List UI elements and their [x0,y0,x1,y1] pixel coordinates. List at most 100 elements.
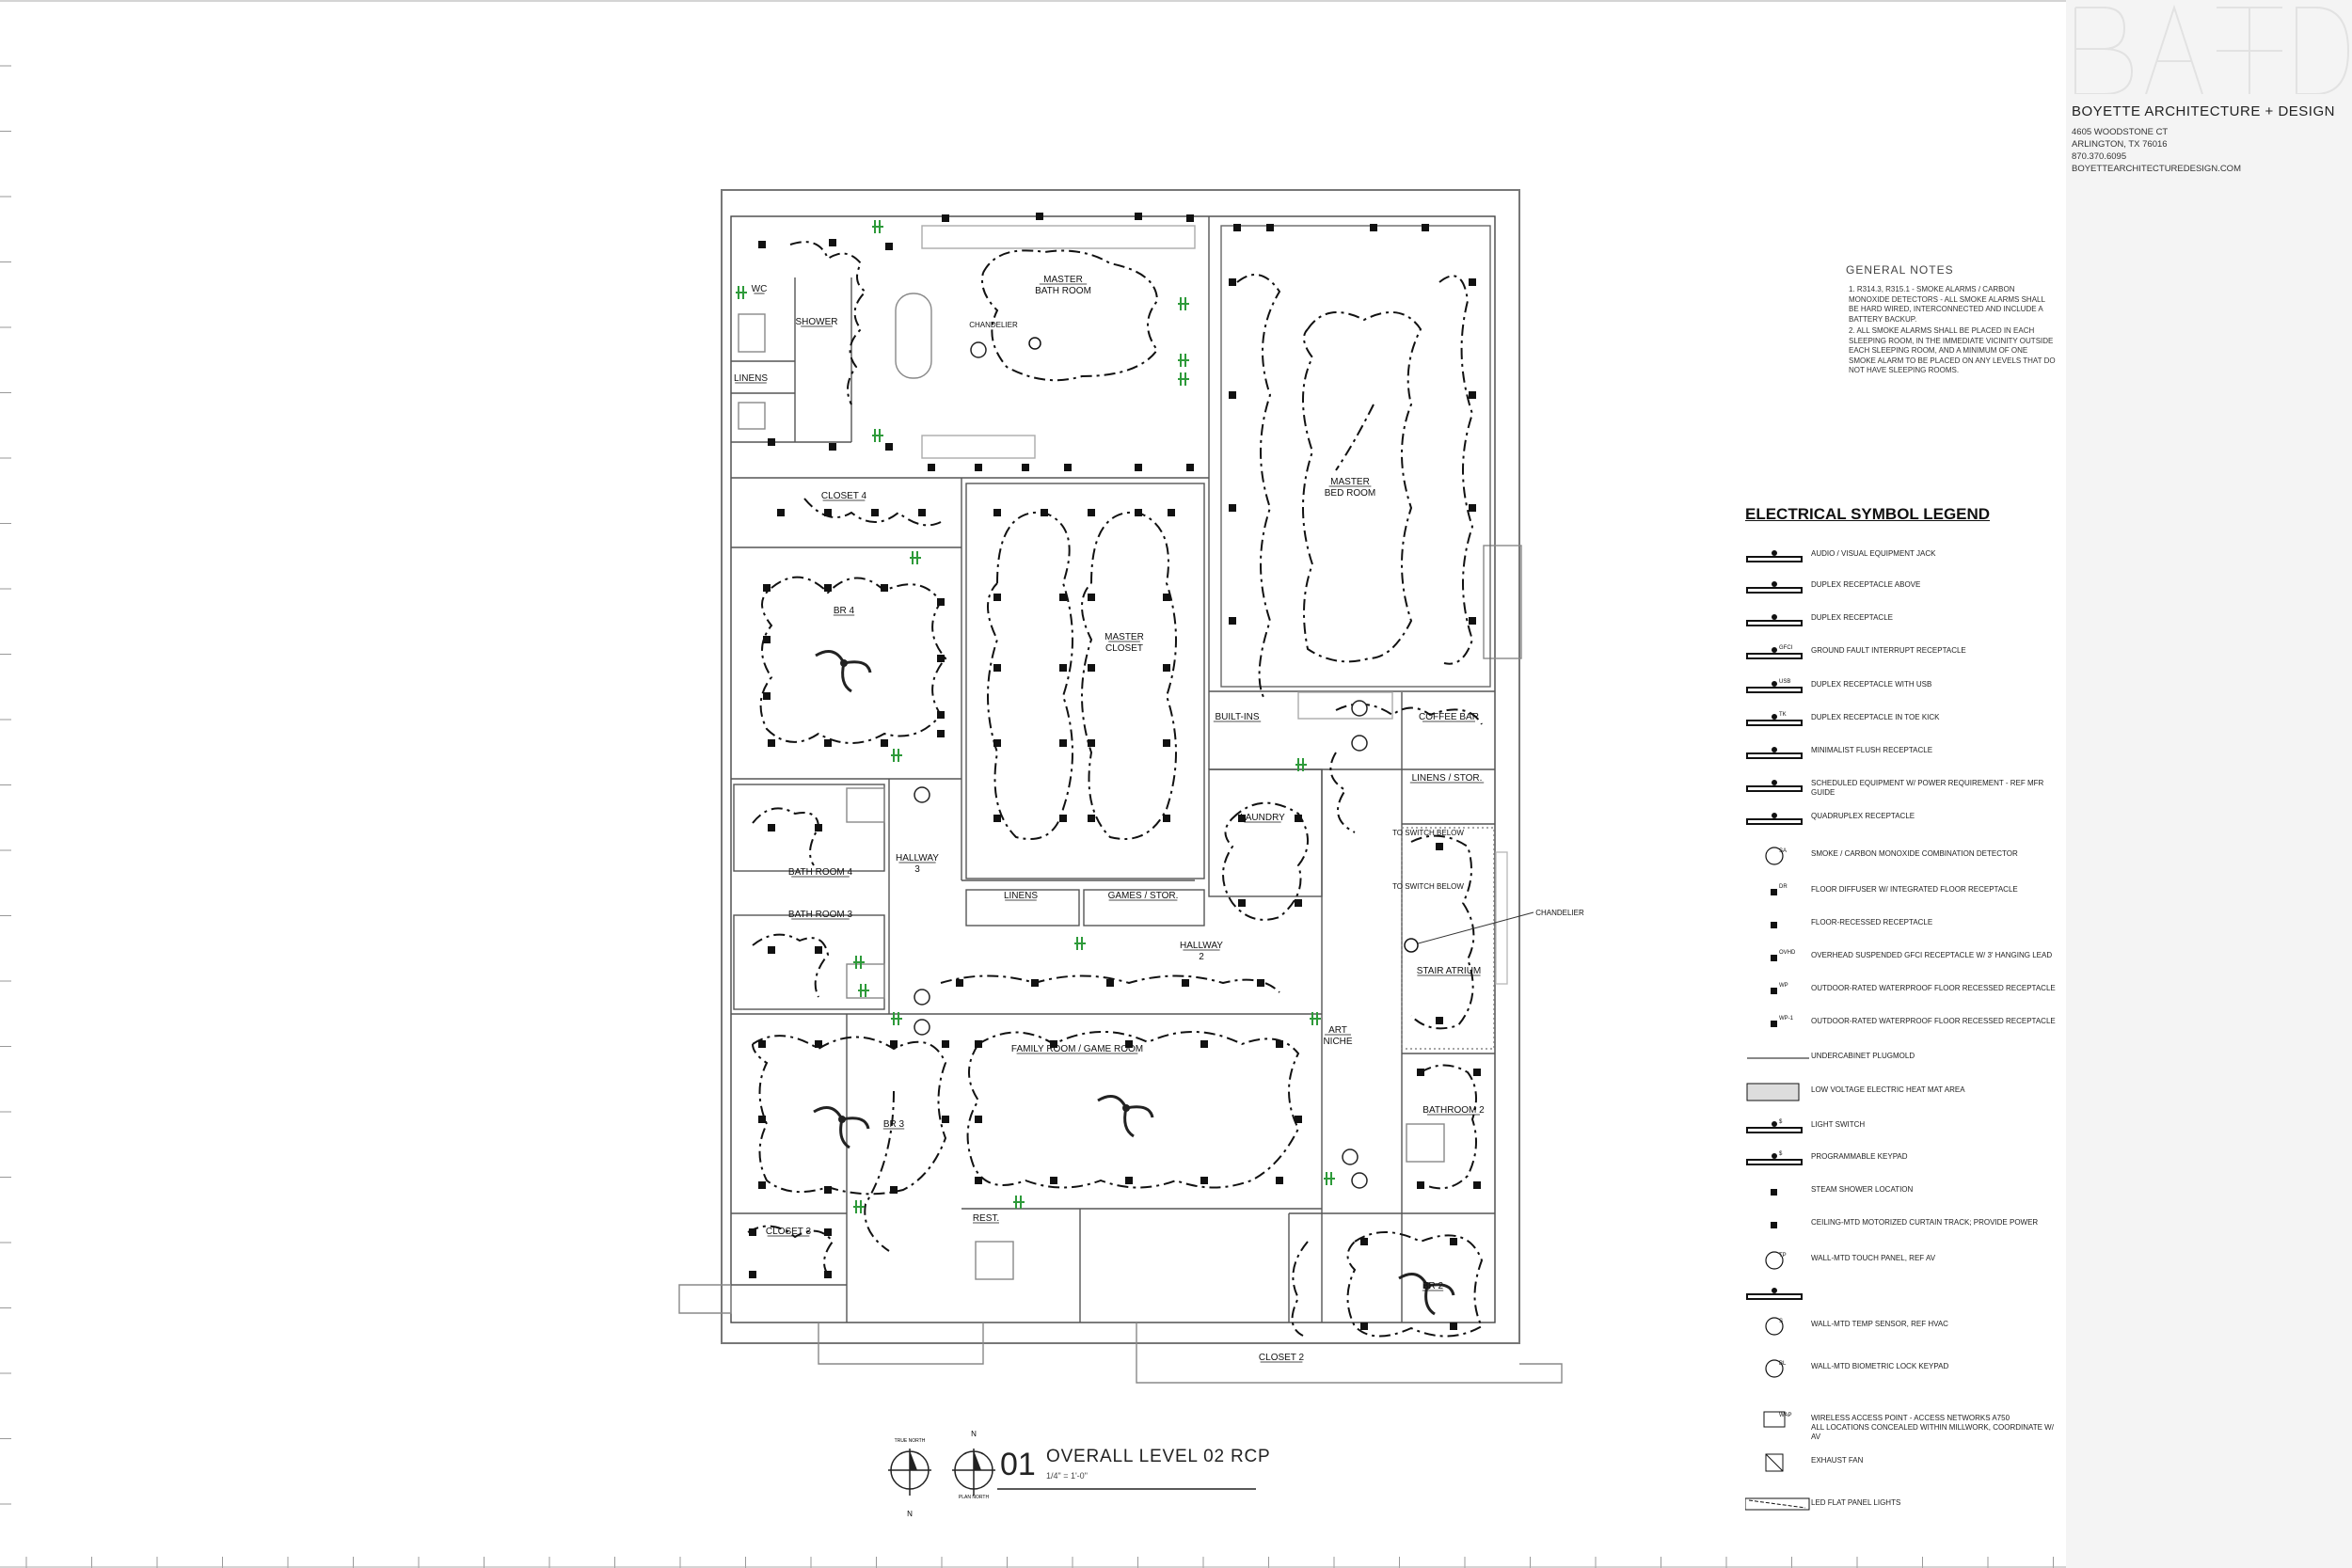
recessed-light-fixture [1360,1238,1368,1245]
legend-tag: OVHD [1779,950,1796,956]
legend-row: STEAM SHOWER LOCATION [1745,1178,2056,1206]
recessed-light-fixture [815,1040,822,1048]
room-label-bath4: BATH ROOM 4 [788,867,853,878]
recessed-light-fixture [1125,1040,1133,1048]
led-panel-icon [1745,1497,1810,1511]
note-2: 2. ALL SMOKE ALARMS SHALL BE PLACED IN E… [1849,326,2056,374]
recessed-light-fixture [1036,213,1043,220]
duplex-above-icon [1746,581,1803,594]
recessed-light-fixture [1417,1181,1424,1189]
recessed-light-fixture [1163,664,1170,672]
av-jack-icon [1746,550,1803,562]
legend-row: FLOOR-RECESSED RECEPTACLE [1745,911,2056,939]
wp1-floor-icon: WP-1 [1771,1016,1794,1027]
legend-label: DUPLEX RECEPTACLE [1811,613,1893,622]
smoke-detector-icon [1351,735,1368,752]
legend-tag: S [1779,1319,1783,1324]
recessed-light-fixture [1450,1323,1457,1330]
recessed-light-fixture [937,655,945,662]
legend-row [1745,1279,2056,1307]
light-switch-mark [853,956,865,969]
legend-row: EXHAUST FAN [1745,1449,2056,1477]
recessed-light-fixture [942,214,949,222]
legend-label: QUADRUPLEX RECEPTACLE [1811,812,1915,820]
legend-label: STEAM SHOWER LOCATION [1811,1185,1914,1194]
recessed-light-fixture [928,464,935,471]
room-label-bath3: BATH ROOM 3 [788,910,853,920]
drawing-number: 01 [1000,1447,1036,1482]
true-north-label: TRUE NORTH [895,1438,926,1444]
legend-tag: $ [1779,1119,1783,1125]
recessed-light-fixture [824,1186,832,1194]
legend-row: UNDERCABINET PLUGMOLD [1745,1044,2056,1072]
room-label-games-stor: GAMES / STOR. [1108,891,1179,901]
recessed-light-fixture [1088,664,1095,672]
light-switch-mark [872,220,883,233]
recessed-light-fixture [768,946,775,954]
room-label-br3: BR 3 [883,1119,905,1130]
general-notes-heading: GENERAL NOTES [1846,263,1954,277]
recessed-light-fixture [1450,1238,1457,1245]
legend-row: DUPLEX RECEPTACLE [1745,606,2056,634]
wp-floor-icon: WP [1771,983,1788,994]
recessed-light-fixture [890,1040,898,1048]
legend-label: WALL-MTD TOUCH PANEL, REF AV [1811,1254,1936,1262]
recessed-light-fixture [1135,213,1142,220]
smoke-detector-icon [914,1019,930,1036]
recessed-light-fixture [1473,1069,1481,1076]
room-label-laundry: LAUNDRY [1240,813,1285,823]
legend-row: $LIGHT SWITCH [1745,1113,2056,1141]
firm-name: BOYETTE ARCHITECTURE + DESIGN [2072,103,2335,119]
light-switch-mark [1324,1172,1335,1185]
recessed-light-fixture [1276,1177,1283,1184]
legend-row: LOW VOLTAGE ELECTRIC HEAT MAT AREA [1745,1078,2056,1106]
recessed-light-fixture [763,692,771,700]
plan-n-label: N [971,1430,977,1438]
recessed-light-fixture [975,464,982,471]
legend-label: GROUND FAULT INTERRUPT RECEPTACLE [1811,646,1966,655]
address-city: ARLINGTON, TX 76016 [2072,139,2168,150]
recessed-light-fixture [1229,278,1236,286]
recessed-light-fixture [758,1181,766,1189]
legend-tag: WAP [1779,1413,1791,1418]
recessed-light-fixture [1088,739,1095,747]
recessed-light-fixture [1163,815,1170,822]
light-switch-mark [1310,1012,1321,1025]
recessed-light-fixture [1473,1181,1481,1189]
smoke-detector-icon [1342,1148,1359,1165]
legend-tag: USB [1779,679,1790,685]
room-label-chandelier: CHANDELIER [969,321,1018,329]
recessed-light-fixture [1422,224,1429,231]
recessed-light-fixture [993,739,1001,747]
drawing-scale: 1/4" = 1'-0" [1046,1471,1088,1481]
recessed-light-fixture [1168,509,1175,516]
legend-tag: TK [1779,712,1787,718]
recessed-light-fixture [758,241,766,248]
plugmold-icon [1747,1057,1809,1059]
room-label-br4: BR 4 [834,606,855,616]
recessed-light-fixture [1088,509,1095,516]
legend-label: SCHEDULED EQUIPMENT W/ POWER REQUIREMENT… [1811,779,2044,797]
recessed-light-fixture [942,1116,949,1123]
recessed-light-fixture [942,1040,949,1048]
plan-north-label: PLAN NORTH [959,1495,990,1500]
recessed-light-fixture [1200,1040,1208,1048]
light-switch-mark [1178,354,1189,367]
legend-row: CEILING-MTD MOTORIZED CURTAIN TRACK; PRO… [1745,1211,2056,1239]
recessed-light-fixture [1031,979,1039,987]
light-switch-mark [853,1200,865,1213]
legend-row: DUPLEX RECEPTACLE ABOVE [1745,573,2056,601]
recessed-light-fixture [1200,1177,1208,1184]
legend-row: QUADRUPLEX RECEPTACLE [1745,804,2056,832]
room-label-rest: REST. [973,1213,999,1224]
duplex-icon [1746,614,1803,626]
ceiling-fan-icon [1398,1273,1455,1316]
light-switch-mark [1178,297,1189,310]
legend-label: DUPLEX RECEPTACLE ABOVE [1811,580,1921,589]
